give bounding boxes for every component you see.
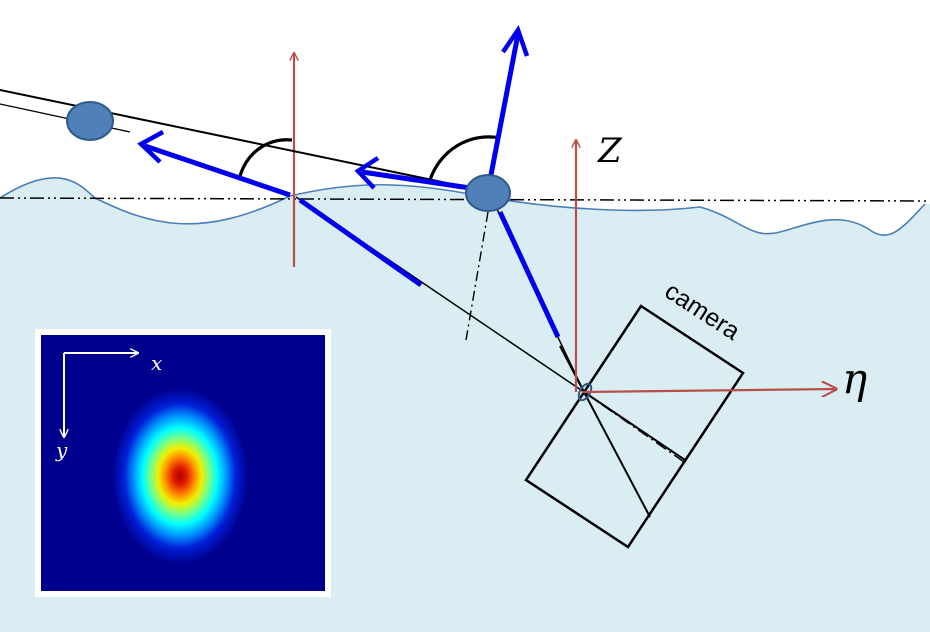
- particle-normal-dashdot: [465, 211, 489, 341]
- angle-arc-left: [238, 138, 293, 177]
- intensity-inset: x y: [35, 329, 331, 597]
- eta-axis-label: η: [842, 354, 867, 403]
- inset-y-label: y: [55, 438, 68, 462]
- mean-water-level-line: [0, 197, 930, 202]
- blue-ray-refracted-arrowhead: [137, 130, 165, 164]
- line-of-sight-above: [0, 89, 491, 193]
- blue-ray-surface-arrowhead: [354, 156, 380, 190]
- camera-body: [524, 304, 745, 549]
- blue-ray-underwater-right: [497, 210, 561, 339]
- blue-ray-surface-reflected: [361, 169, 471, 191]
- blue-normal-vector: [488, 33, 521, 176]
- blue-ray-refracted: [144, 143, 291, 198]
- airborne-particle: [66, 101, 114, 141]
- z-axis-label: Z: [597, 131, 623, 171]
- blue-normal-arrowhead: [501, 25, 530, 57]
- eta-axis-arrow: [581, 389, 836, 392]
- floating-particle: [465, 174, 511, 212]
- angle-arc-right: [428, 135, 501, 181]
- wave-surface-line: [0, 177, 926, 236]
- blue-ray-underwater-left: [298, 197, 423, 288]
- inset-x-label: x: [151, 351, 162, 375]
- intensity-spot: [112, 388, 248, 564]
